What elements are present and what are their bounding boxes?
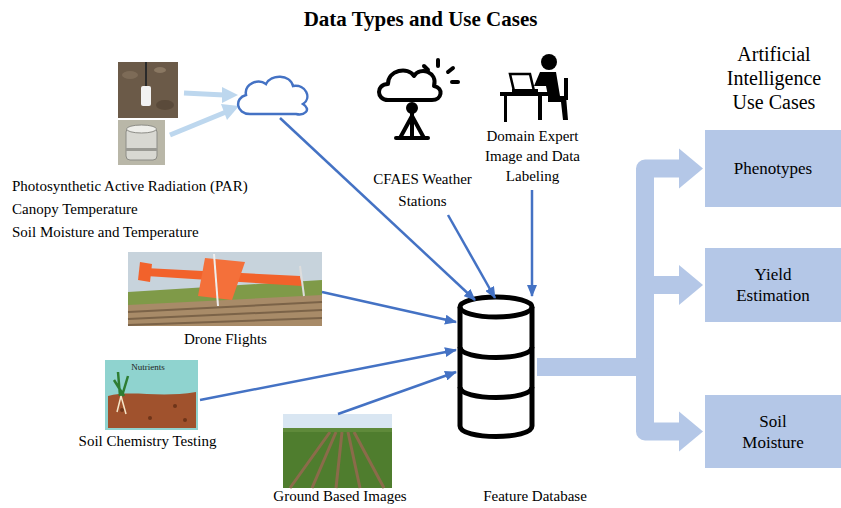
source-caption: Soil Chemistry Testing: [60, 432, 235, 451]
database-cylinder: [460, 297, 532, 437]
upload-arrow: [170, 87, 239, 135]
box-text-group: Phenotypes: [734, 158, 812, 179]
arrowhead: [679, 412, 703, 452]
source-caption: Canopy Temperature: [12, 198, 312, 221]
use-case-bracket-arrow: [537, 367, 703, 452]
use-case-box: Yield Estimation: [705, 248, 841, 322]
caption-block: Feature Database: [455, 488, 615, 505]
data-source: Feature Database: [455, 292, 615, 506]
source-caption: Soil Moisture and Temperature: [12, 221, 312, 244]
caption-block: Drone Flights: [128, 330, 323, 349]
caption-block: Ground Based Images: [250, 488, 430, 505]
data-source: Photosynthetic Active Radiation (PAR)Can…: [10, 55, 315, 245]
source-caption: Domain Expert Image and Data Labeling: [470, 126, 595, 186]
bracket-stroke: [537, 367, 681, 432]
data-flow-arrow: [338, 372, 456, 414]
cloud-symbol: [238, 77, 307, 115]
data-flow-arrow: [200, 350, 456, 400]
drone-photo: [128, 252, 322, 326]
source-caption: CFAES Weather Stations: [360, 168, 485, 212]
box-text-group: Soil Moisture: [727, 411, 819, 453]
caption-block: Photosynthetic Active Radiation (PAR)Can…: [12, 175, 312, 244]
soil-sensor-photo: [118, 62, 178, 118]
source-caption: Ground Based Images: [250, 488, 430, 505]
use-case-box: Soil Moisture: [705, 395, 841, 468]
use-case-bracket-arrow: [537, 265, 703, 367]
section-heading: Artificial Intelligence Use Cases: [710, 42, 838, 114]
diagram-title: Data Types and Use Cases: [0, 7, 841, 32]
caption-block: Domain Expert Image and Data Labeling: [470, 126, 595, 186]
box-label: Soil Moisture: [727, 411, 819, 453]
soil-chemistry-image: [105, 360, 198, 430]
use-case-bracket-arrow: [537, 149, 703, 368]
caption-block: CFAES Weather Stations: [360, 168, 485, 212]
bracket-stroke: [537, 285, 681, 367]
image-label: Nutrients: [118, 362, 178, 372]
data-source: Domain Expert Image and Data Labeling: [470, 50, 595, 190]
box-label: Yield Estimation: [727, 264, 819, 306]
arrowhead: [679, 149, 703, 189]
ground-crop-photo: [283, 414, 392, 488]
use-case-box: Phenotypes: [705, 130, 841, 207]
source-caption: Photosynthetic Active Radiation (PAR): [12, 175, 312, 198]
source-caption: Drone Flights: [128, 330, 323, 349]
data-source: Soil Chemistry Testing: [60, 358, 235, 458]
par-sensor-photo: [118, 120, 165, 165]
data-flow-arrow: [322, 292, 456, 322]
box-text-group: Yield Estimation: [727, 264, 819, 306]
caption-block: Soil Chemistry Testing: [60, 432, 235, 451]
weather-station-icon: [379, 60, 458, 138]
bracket-stroke: [537, 169, 681, 368]
domain-expert-icon: [500, 54, 568, 122]
box-label: Phenotypes: [734, 158, 812, 179]
data-source: Drone Flights: [128, 252, 323, 352]
arrowhead: [679, 265, 703, 305]
source-caption: Feature Database: [455, 488, 615, 505]
data-flow-arrow: [448, 215, 495, 298]
data-flow-arrow: [531, 190, 534, 296]
data-source: CFAES Weather Stations: [360, 60, 485, 215]
data-source: Ground Based Images: [250, 412, 430, 506]
